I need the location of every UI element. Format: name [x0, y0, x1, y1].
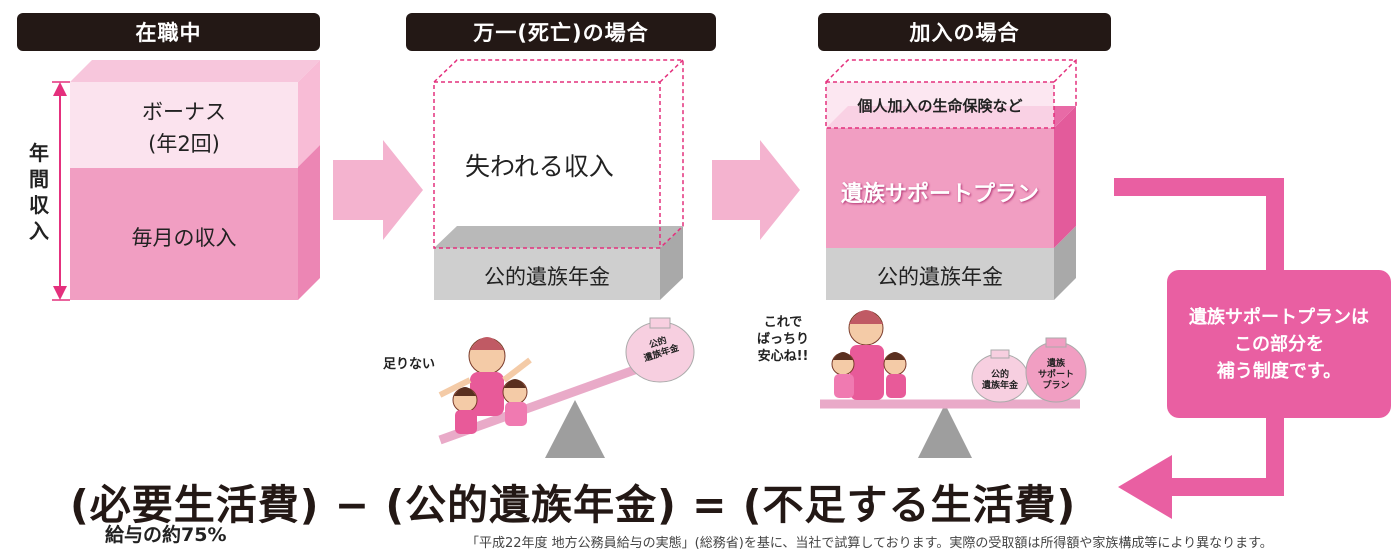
annual-label-char: 年 [29, 141, 49, 165]
bonus-label: ボーナス (年2回) [70, 96, 298, 160]
annual-income-label: 年 間 収 入 [26, 140, 52, 244]
annual-label-char: 間 [29, 167, 49, 191]
bag-text-line: 遺族 [1046, 359, 1065, 369]
relieved-label: これで ばっちり 安心ね!! [748, 314, 818, 365]
header-joined: 加入の場合 [818, 13, 1111, 51]
bag-text-line: プラン [1042, 381, 1070, 391]
header-death: 万一(死亡)の場合 [406, 13, 716, 51]
support-plan-label: 遺族サポートプラン [840, 182, 1039, 207]
death-box-graphic [433, 59, 684, 300]
annual-label-char: 収 [29, 193, 49, 217]
explanation-line: この部分を [1234, 333, 1324, 355]
explanation-line: 補う制度です。 [1216, 360, 1342, 382]
annual-label-char: 入 [29, 219, 49, 243]
seesaw-illustration-2 [820, 310, 1087, 458]
seesaw-illustration-1 [438, 317, 695, 458]
connector-arrow [1114, 178, 1284, 519]
public-pension-label-joined: 公的遺族年金 [877, 265, 1003, 289]
not-enough-label: 足りない [383, 357, 436, 372]
monthly-income-label: 毎月の収入 [131, 226, 237, 250]
private-insurance-label: 個人加入の生命保険など [857, 97, 1023, 115]
bag-support-plan-label: 遺族 サポート プラン [1028, 359, 1084, 392]
bonus-label-line1: ボーナス [142, 100, 226, 124]
bag-text-line: 遺族年金 [981, 381, 1018, 391]
shortfall-formula: (必要生活費) − (公的遺族年金) = (不足する生活費) [70, 481, 1077, 529]
bag-text-line: 公的 [990, 370, 1009, 380]
bag-pension-label-2: 公的 遺族年金 [972, 370, 1028, 392]
relieved-line: 安心ね!! [757, 349, 809, 364]
formula-note-salary: 給与の約75% [105, 524, 227, 546]
bag-text-line: サポート [1037, 370, 1074, 380]
arrow-right-1 [333, 140, 423, 240]
joined-box-graphic [825, 59, 1077, 300]
arrow-right-2 [712, 140, 800, 240]
public-pension-label-death: 公的遺族年金 [484, 265, 610, 289]
relieved-line: ばっちり [756, 332, 809, 347]
bonus-label-line2: (年2回) [148, 132, 220, 156]
explanation-line: 遺族サポートプランは [1189, 306, 1369, 328]
lost-income-label: 失われる収入 [465, 152, 614, 181]
header-employed: 在職中 [17, 13, 320, 51]
relieved-line: これで [763, 315, 803, 330]
support-plan-explanation-box: 遺族サポートプランは この部分を 補う制度です。 [1167, 270, 1391, 418]
employed-box-graphic [52, 60, 320, 301]
footnote: 「平成22年度 地方公務員給与の実態」(総務省)を基に、当社で試算しております。… [466, 536, 1273, 551]
